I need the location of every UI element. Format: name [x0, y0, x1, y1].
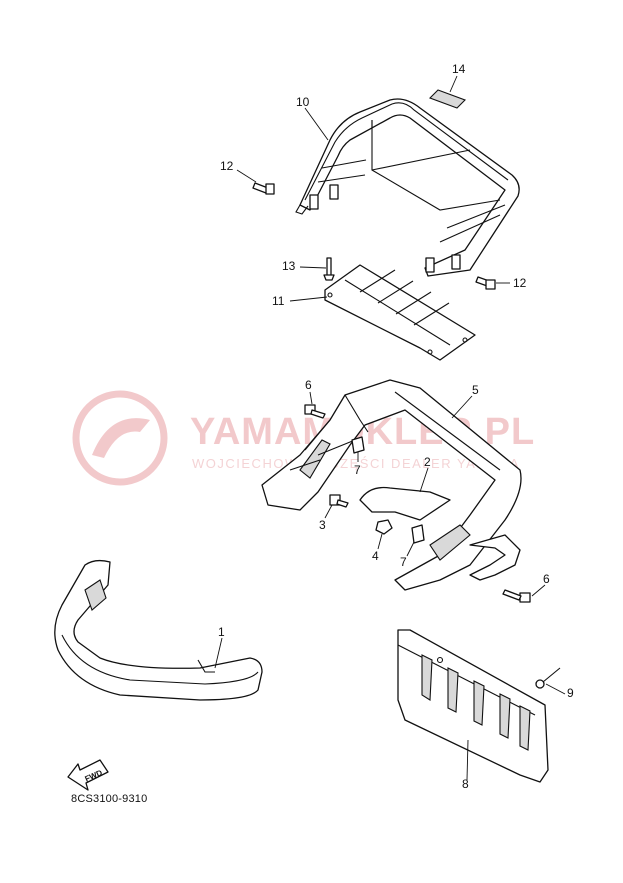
- leader-lines: [214, 75, 566, 781]
- callout-10: 10: [296, 95, 310, 109]
- part-3-bolt: [329, 494, 349, 508]
- part-13-clip: [323, 257, 335, 281]
- callout-5: 5: [472, 383, 479, 397]
- callout-7-a: 7: [354, 463, 361, 477]
- fwd-arrow: FWD: [67, 759, 109, 791]
- callout-8: 8: [462, 777, 469, 791]
- part-7-clip-a: [351, 436, 365, 454]
- part-code: 8CS3100-9310: [71, 793, 148, 805]
- part-10-rack-frame: [295, 98, 520, 277]
- callout-12-right: 12: [513, 276, 527, 290]
- part-2-lower-stay: [359, 486, 521, 581]
- callouts: 10 14 12 12 13 11 6 5 2 7 3 4 7 6 1 9 8: [218, 62, 574, 791]
- callout-9: 9: [567, 686, 574, 700]
- part-14-label: [429, 89, 466, 109]
- watermark-logo: [72, 390, 168, 486]
- callout-6-top: 6: [305, 378, 312, 392]
- callout-7-b: 7: [400, 555, 407, 569]
- part-8-mud-flap: [397, 629, 549, 783]
- callout-3: 3: [319, 518, 326, 532]
- part-6-bolt-top: [304, 404, 326, 419]
- callout-4: 4: [372, 549, 379, 563]
- callout-6-bottom: 6: [543, 572, 550, 586]
- part-5-rear-carrier: [261, 379, 522, 591]
- watermark-logo-mark: [92, 418, 150, 458]
- watermark-subtitle: WOJCIECHOWSKI CZĘŚCI DEALER YAMAHA: [192, 456, 520, 471]
- part-12-bolt-right: [475, 276, 496, 290]
- part-9-screw: [535, 667, 561, 689]
- part-6-bolt-bottom: [502, 589, 531, 603]
- part-12-bolt-left: [252, 182, 275, 195]
- callout-1: 1: [218, 625, 225, 639]
- callout-11: 11: [272, 294, 285, 308]
- callout-13: 13: [282, 259, 296, 273]
- callout-14: 14: [452, 62, 466, 76]
- part-7-clip-b: [411, 524, 425, 544]
- part-11-plate: [324, 264, 476, 361]
- callout-12-left: 12: [220, 159, 234, 173]
- part-1-front-guard: [54, 559, 263, 701]
- part-4-nut: [375, 519, 393, 535]
- callout-2: 2: [424, 455, 431, 469]
